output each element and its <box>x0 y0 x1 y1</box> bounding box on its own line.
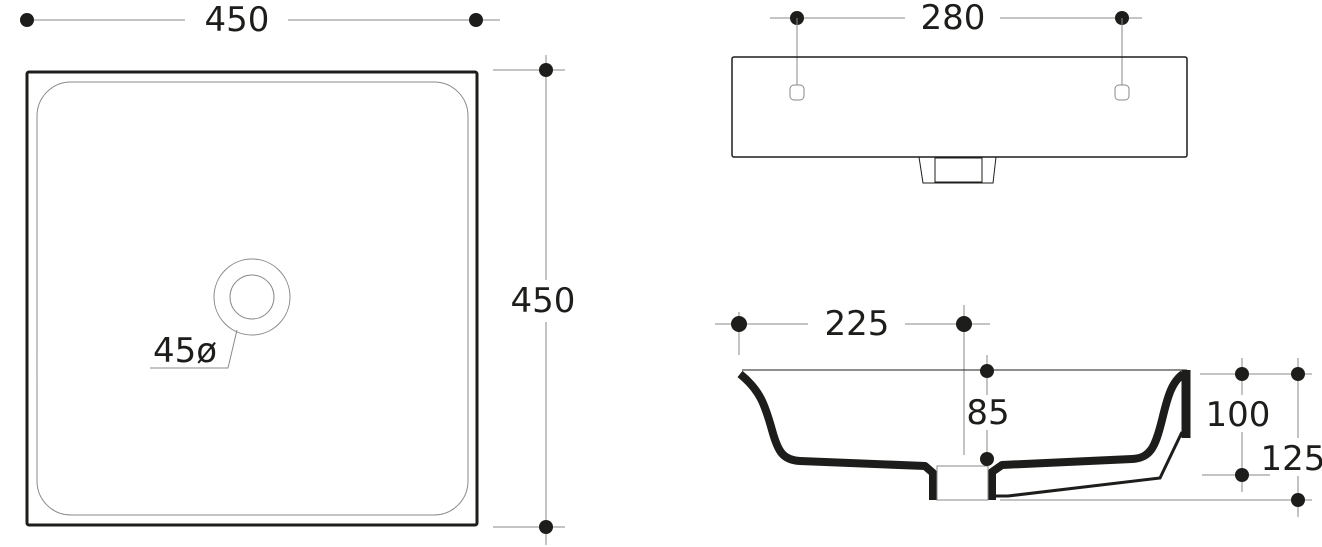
dim-dot <box>539 520 553 534</box>
fixing-hole-right <box>1114 84 1130 101</box>
drain-outlet-outer <box>918 156 997 184</box>
underside-shell <box>996 431 1184 498</box>
bowl-section-left <box>737 370 937 500</box>
drain-inner-ring <box>229 274 275 320</box>
bowl-height-label: 100 <box>1206 395 1271 435</box>
front-view: 280 <box>731 0 1188 184</box>
dim-dot <box>956 316 972 332</box>
fixing-hole-left <box>789 84 805 101</box>
dim-dot <box>1235 468 1249 482</box>
bowl-inner-outline <box>36 81 469 516</box>
top-view: 450 45ø 450 <box>20 0 575 545</box>
half-width-label: 225 <box>825 304 890 344</box>
dim-dot <box>20 13 34 27</box>
depth-label: 450 <box>511 281 576 321</box>
drain-leader-line <box>150 329 238 369</box>
hole-spacing-label: 280 <box>921 0 986 38</box>
section-view: 225 85 100 125 <box>715 304 1322 517</box>
bowl-section-right <box>988 370 1186 500</box>
dim-dot <box>980 452 994 466</box>
drain-diameter-label: 45ø <box>153 331 217 371</box>
basin-outline <box>25 70 479 527</box>
basin-front-outline <box>731 56 1188 158</box>
dim-dot <box>469 13 483 27</box>
dim-dot <box>731 316 747 332</box>
dim-dot <box>1235 367 1249 381</box>
dim-dot <box>1291 493 1305 507</box>
dim-dot <box>980 364 994 378</box>
dim-dot <box>539 63 553 77</box>
width-label: 450 <box>205 0 270 40</box>
dim-dot <box>1291 367 1305 381</box>
drain-outer-ring <box>213 258 291 336</box>
drain-hole-section <box>936 465 989 501</box>
drain-outlet-inner <box>934 157 983 183</box>
total-height-label: 125 <box>1261 439 1322 479</box>
inner-depth-label: 85 <box>966 393 1009 433</box>
